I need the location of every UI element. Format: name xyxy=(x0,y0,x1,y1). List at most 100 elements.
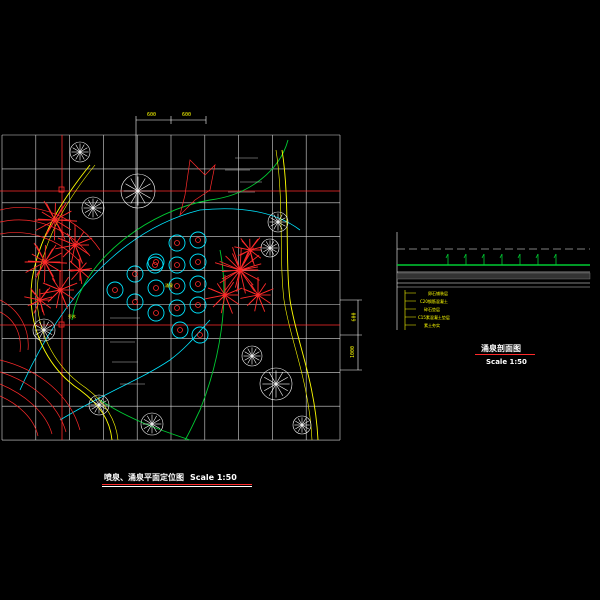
marker-square xyxy=(58,186,65,193)
tree-branch xyxy=(270,217,279,223)
tree-branch xyxy=(247,348,253,357)
tree-branch xyxy=(94,404,100,413)
palm-frond xyxy=(74,231,85,246)
tree-branch xyxy=(79,147,88,153)
palm-frond xyxy=(232,253,241,271)
tree-branch xyxy=(43,329,53,335)
tree-branch xyxy=(72,151,81,157)
palm-frond xyxy=(71,269,81,281)
tree-branch xyxy=(72,147,81,153)
tree-branch xyxy=(277,221,283,230)
jet-nozzle xyxy=(195,259,201,265)
section-title: 涌泉剖面图 xyxy=(481,344,521,353)
palm-frond xyxy=(41,211,56,221)
palm-frond xyxy=(54,219,72,231)
tree-branch xyxy=(151,419,161,425)
tree-branch xyxy=(251,355,257,364)
palm-frond xyxy=(44,261,46,283)
tree-branch xyxy=(98,397,104,406)
jet-ring xyxy=(106,281,124,299)
palm-frond xyxy=(250,284,259,296)
tree-branch xyxy=(275,383,284,396)
tree-tag: 乔木 xyxy=(68,314,76,319)
tree-branch xyxy=(92,207,98,217)
tree-canopy xyxy=(241,345,263,367)
tree-branch xyxy=(269,241,275,249)
tree-branch xyxy=(264,383,277,392)
tree-branch xyxy=(43,321,49,331)
section-jet-spray xyxy=(445,253,449,259)
tree-branch xyxy=(277,217,286,223)
hatch-strokes xyxy=(110,157,262,385)
palm-frond xyxy=(243,249,251,264)
palm-frond xyxy=(54,206,64,221)
palm-frond xyxy=(54,219,56,241)
tree-canopy xyxy=(259,367,293,401)
jet-ring xyxy=(189,231,207,249)
section-layer-4: C15素混凝土垫层 xyxy=(418,315,450,320)
yellow-path xyxy=(275,149,313,441)
tree-branch xyxy=(137,190,146,204)
palm-frond xyxy=(242,288,259,296)
jet-ring xyxy=(168,299,186,317)
jet-ring xyxy=(126,293,144,311)
dimension-lines xyxy=(135,116,362,371)
tree-branch xyxy=(251,355,260,361)
palm-frond xyxy=(239,269,260,281)
palm-frond xyxy=(74,244,90,255)
section-jet-spray xyxy=(499,253,503,259)
tree-branch xyxy=(130,178,139,192)
tree-branch xyxy=(244,355,253,361)
plan-scale: Scale 1:50 xyxy=(190,473,237,482)
palm-frond xyxy=(234,246,251,251)
tree-branch xyxy=(35,329,45,335)
palm-frond xyxy=(212,294,226,308)
tree-branch xyxy=(277,214,283,223)
tree-branch xyxy=(94,397,100,406)
tree-branch xyxy=(295,424,303,430)
tree-branch xyxy=(137,178,146,192)
palm-frond xyxy=(43,200,56,221)
tree-branch xyxy=(273,214,279,223)
tree-canopy xyxy=(32,318,56,342)
palm-frond xyxy=(39,299,52,309)
section-jet-spray xyxy=(535,253,539,259)
palm-frond xyxy=(224,269,241,292)
tree-branch xyxy=(268,383,277,396)
palm-frond xyxy=(240,294,259,299)
tree-branch xyxy=(88,207,94,217)
palm-frond xyxy=(74,239,89,246)
jet-ring xyxy=(189,275,207,293)
section-jet-spray xyxy=(481,253,485,259)
jet-nozzle xyxy=(153,259,159,265)
tree-branch xyxy=(277,221,286,227)
tree-branch xyxy=(247,355,253,364)
jet-nozzle xyxy=(195,237,201,243)
tree-branch xyxy=(269,247,277,253)
tree-symbols xyxy=(32,141,312,436)
tree-branch xyxy=(75,144,81,153)
tree-branch xyxy=(263,247,271,253)
palm-frond xyxy=(216,283,226,296)
palm-frond xyxy=(54,219,64,235)
section-title-underline xyxy=(475,354,535,355)
jet-nozzle xyxy=(174,240,180,246)
palm-frond xyxy=(224,289,239,296)
jet-ring xyxy=(171,321,189,339)
jet-nozzle xyxy=(195,302,201,308)
jet-nozzle xyxy=(153,285,159,291)
palm-frond xyxy=(54,210,72,221)
tree-branch xyxy=(264,376,277,385)
jet-nozzle xyxy=(174,305,180,311)
tree-branch xyxy=(130,190,139,204)
palm-frond xyxy=(30,288,41,301)
section-jet-spray xyxy=(517,253,521,259)
palm-frond xyxy=(236,269,241,292)
palm-frond xyxy=(39,287,51,301)
section-jet-spray xyxy=(553,253,557,259)
palm-frond xyxy=(237,249,251,257)
tree-canopy xyxy=(88,394,110,416)
palm-frond xyxy=(44,261,67,264)
tree-branch xyxy=(75,151,81,160)
tree-canopy xyxy=(69,141,91,163)
